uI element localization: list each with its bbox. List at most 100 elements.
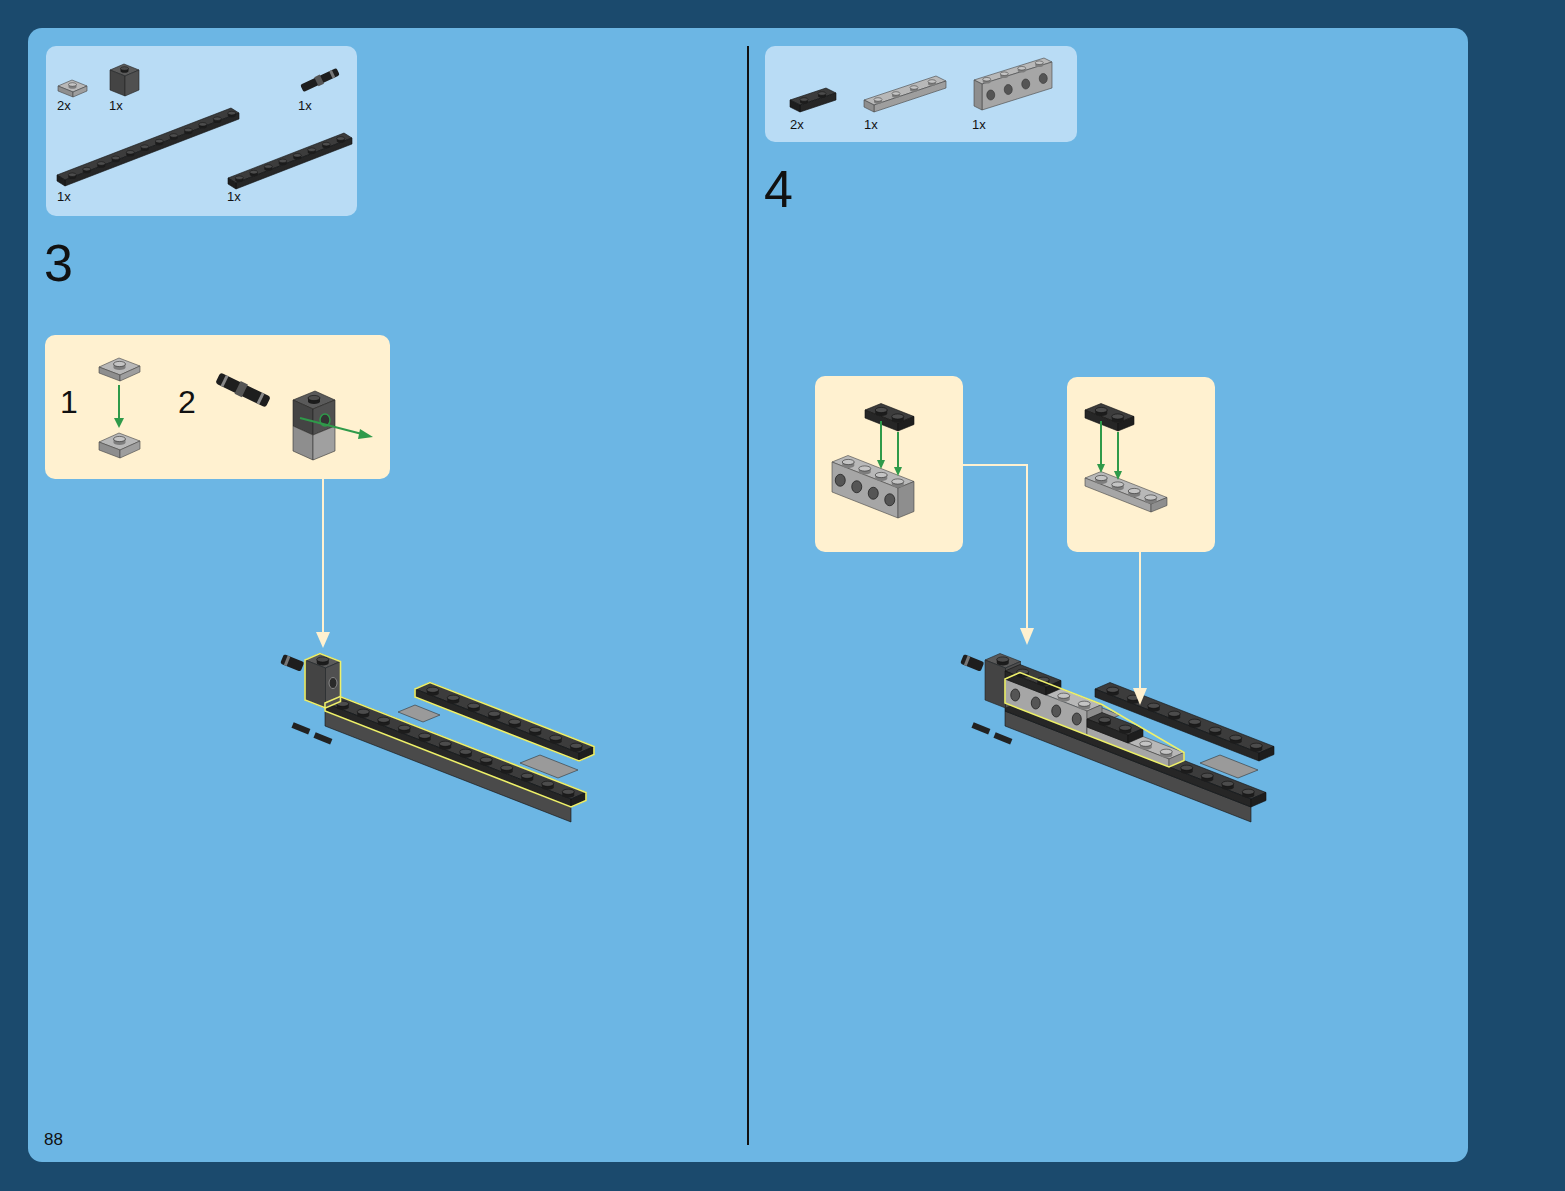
new-part-outline bbox=[305, 654, 594, 808]
callout-art bbox=[1085, 478, 1151, 512]
callout-art bbox=[875, 472, 887, 481]
parts-art bbox=[864, 100, 874, 112]
divider-line bbox=[747, 46, 749, 1145]
model-art bbox=[1058, 693, 1070, 702]
model-art bbox=[419, 733, 431, 742]
callout-number: 1 bbox=[60, 386, 78, 418]
model-art bbox=[447, 695, 459, 704]
parts-list-box: 2x1x1x1x1x bbox=[46, 46, 357, 216]
callout-art bbox=[215, 372, 271, 407]
callout-art bbox=[257, 392, 265, 404]
leader-line bbox=[316, 465, 1147, 705]
model-art bbox=[1005, 665, 1184, 768]
parts-art bbox=[228, 133, 352, 183]
parts-art bbox=[928, 80, 936, 86]
model-art bbox=[480, 757, 492, 766]
callout-art bbox=[1095, 407, 1107, 416]
parts-art bbox=[308, 148, 316, 154]
callout-art bbox=[1117, 432, 1119, 473]
part-count: 1x bbox=[227, 190, 241, 203]
parts-art bbox=[141, 145, 149, 151]
callout-art bbox=[313, 426, 335, 460]
parts-art bbox=[892, 92, 900, 98]
parts-art bbox=[1000, 72, 1008, 78]
callout-number: 2 bbox=[178, 386, 196, 418]
parts-art bbox=[337, 137, 345, 143]
part-count: 1x bbox=[864, 118, 878, 131]
parts-art bbox=[121, 67, 129, 73]
parts-art bbox=[790, 58, 1052, 112]
parts-art bbox=[57, 108, 239, 180]
parts-art bbox=[228, 111, 236, 117]
parts-art bbox=[69, 83, 77, 89]
parts-art bbox=[125, 70, 139, 96]
callout-art bbox=[293, 426, 313, 460]
callout-art bbox=[1112, 414, 1124, 423]
page-panel bbox=[28, 28, 1468, 1162]
part-count: 1x bbox=[57, 190, 71, 203]
model-art bbox=[427, 687, 439, 696]
parts-art bbox=[982, 62, 1052, 110]
new-part-outline bbox=[415, 683, 594, 762]
callout-art bbox=[1128, 488, 1140, 497]
part-count: 1x bbox=[972, 118, 986, 131]
model-art bbox=[398, 725, 410, 734]
parts-art bbox=[329, 70, 335, 79]
callout-art bbox=[897, 432, 899, 469]
callout-art bbox=[852, 481, 862, 493]
step-number: 4 bbox=[764, 163, 793, 215]
model-art bbox=[562, 789, 574, 798]
parts-art bbox=[1022, 79, 1030, 89]
parts-art bbox=[83, 167, 91, 173]
model-art bbox=[501, 765, 513, 774]
model-art bbox=[313, 732, 332, 744]
callout-art bbox=[892, 414, 904, 423]
model-art bbox=[1052, 705, 1061, 717]
callout-art bbox=[300, 418, 362, 434]
parts-art bbox=[57, 64, 352, 189]
parts-art bbox=[170, 134, 178, 140]
parts-art bbox=[235, 176, 243, 182]
page-number: 88 bbox=[44, 1131, 63, 1148]
leader-line bbox=[316, 632, 330, 648]
model-art bbox=[280, 654, 304, 672]
model-art bbox=[1160, 749, 1172, 758]
leader-line bbox=[963, 465, 1027, 630]
parts-art bbox=[97, 162, 105, 168]
parts-art bbox=[974, 80, 982, 110]
callout-art bbox=[215, 371, 271, 408]
model-art bbox=[291, 722, 310, 734]
parts-art bbox=[184, 128, 192, 134]
callout-art bbox=[114, 418, 124, 428]
model-art bbox=[317, 657, 329, 666]
model-art bbox=[1119, 725, 1131, 734]
model-art bbox=[509, 719, 521, 728]
model-art bbox=[960, 654, 1274, 823]
parts-art bbox=[293, 154, 301, 160]
parts-art bbox=[1018, 66, 1026, 72]
callout-art bbox=[859, 466, 871, 475]
callout-box: 12 bbox=[45, 335, 390, 479]
parts-art bbox=[874, 98, 882, 104]
parts-art bbox=[155, 139, 163, 145]
parts-art bbox=[279, 159, 287, 165]
parts-list-box: 2x1x1x bbox=[765, 46, 1077, 142]
callout-art bbox=[235, 381, 248, 397]
step-number: 3 bbox=[44, 237, 73, 289]
model-art bbox=[1011, 689, 1020, 701]
parts-art bbox=[314, 75, 324, 87]
callout-art bbox=[832, 404, 1167, 519]
model-art bbox=[1078, 701, 1090, 710]
parts-art bbox=[874, 81, 946, 112]
callout-art bbox=[1097, 464, 1105, 473]
leader-line bbox=[1020, 628, 1034, 645]
model-art bbox=[325, 703, 571, 807]
parts-list-ground bbox=[46, 46, 357, 216]
callout-art bbox=[832, 462, 898, 518]
callout-art bbox=[892, 479, 904, 488]
parts-art bbox=[110, 70, 125, 96]
parts-art bbox=[1004, 85, 1012, 95]
model-art bbox=[398, 705, 440, 722]
parts-list-ground bbox=[765, 46, 1077, 142]
parts-art bbox=[112, 156, 120, 162]
